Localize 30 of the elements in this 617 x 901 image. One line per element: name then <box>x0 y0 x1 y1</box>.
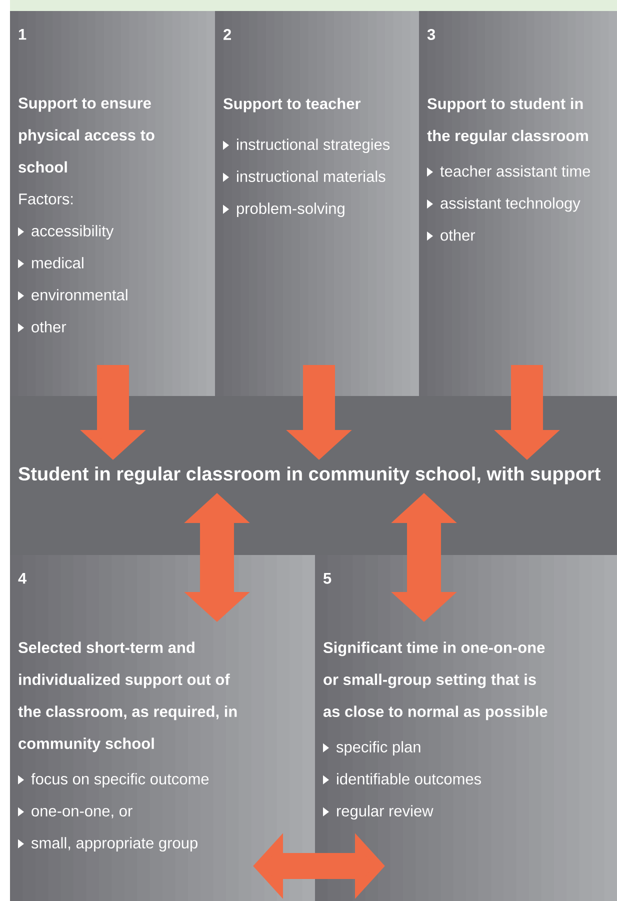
list-item: identifiable outcomes <box>323 773 481 784</box>
box-heading: Support to teacher <box>223 98 361 112</box>
support-box <box>315 555 617 901</box>
box-number: 2 <box>224 29 231 40</box>
list-item: small, appropriate group <box>18 837 198 852</box>
list-item: other <box>427 229 476 241</box>
list-item: problem-solving <box>223 202 344 218</box>
list-item: one-on-one, or <box>18 807 132 818</box>
list-item: instructional materials <box>223 170 386 182</box>
list-item: medical <box>18 257 84 268</box>
box-number: 5 <box>323 573 332 584</box>
support-box <box>10 555 315 901</box>
box-number: 3 <box>427 29 436 40</box>
band-heading: Student in regular classroom in community school, with support <box>18 466 600 484</box>
support-box <box>10 11 215 396</box>
list-item: accessibility <box>18 225 114 240</box>
list-item: focus on specific outcome <box>18 773 209 788</box>
list-item: specific plan <box>323 741 420 756</box>
box-number: 4 <box>18 573 27 584</box>
box-number: 1 <box>18 29 26 40</box>
list-item: teacher assistant time <box>427 165 590 177</box>
list-label: Factors: <box>19 194 73 204</box>
list-item: environmental <box>18 289 128 300</box>
support-box <box>215 11 419 396</box>
list-item: instructional strategies <box>223 138 390 154</box>
support-box <box>419 11 617 396</box>
list-item: assistant technology <box>427 197 580 212</box>
list-item: other <box>18 321 66 332</box>
list-item: regular review <box>323 805 434 820</box>
box-heading: Support to ensure physical access to school <box>18 98 154 173</box>
